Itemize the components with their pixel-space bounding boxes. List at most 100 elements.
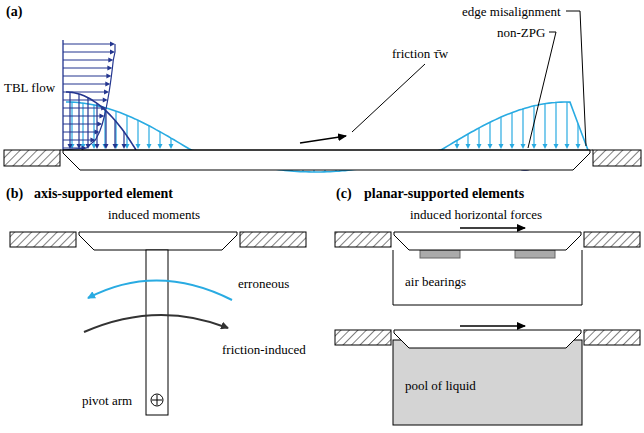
pressure-arrow (499, 144, 504, 149)
non-zpg-arrow (78, 94, 79, 146)
part-label: pool of liquid (405, 378, 476, 393)
pressure-arrow (148, 126, 149, 146)
velocity-arrow (63, 76, 108, 77)
panel-title: axis-supported element (34, 186, 173, 201)
flow-label: TBL flow (4, 80, 55, 95)
velocity-arrow (63, 84, 107, 85)
annotation-label: edge misalignment (462, 4, 561, 19)
annotation-label: non-ZPG (497, 25, 545, 40)
pivot-symbol (151, 394, 163, 406)
pressure-arrow (137, 120, 138, 146)
pressure-arrow (532, 144, 537, 149)
floor-block (335, 330, 391, 345)
housing (393, 250, 582, 305)
pressure-arrow (147, 144, 152, 149)
floor-block (4, 150, 60, 166)
sensing-element (394, 330, 581, 348)
velocity-arrow (63, 44, 112, 45)
pressure-arrow (477, 144, 482, 149)
pressure-arrow (455, 144, 460, 149)
non-zpg-arrow (105, 111, 106, 146)
air-bearing (420, 250, 460, 258)
non-zpg-arrow (95, 144, 100, 149)
velocity-arrow (63, 124, 99, 125)
erroneous-moment-arrow (88, 280, 232, 300)
velocity-arrow (63, 68, 109, 69)
non-zpg-arrow (87, 98, 88, 146)
pressure-arrow (466, 144, 471, 149)
pressure-arrow (511, 113, 512, 146)
leader-line (566, 11, 580, 12)
sensing-element (79, 232, 237, 250)
pivot-symbol (157, 395, 158, 405)
pivot-arm (146, 250, 168, 415)
leader-line (352, 64, 425, 132)
velocity-arrow (63, 52, 112, 53)
pressure-arrow (565, 144, 570, 149)
pressure-arrow (136, 144, 141, 149)
annotation-label: induced horizontal forces (410, 207, 542, 222)
velocity-arrow (63, 100, 105, 101)
floor-block (240, 232, 306, 247)
pressure-arrow (126, 115, 127, 146)
pressure-arrow (158, 144, 163, 149)
friction-vector (300, 136, 346, 143)
friction-moment-arrow (84, 315, 228, 332)
pressure-arrow (576, 144, 581, 149)
velocity-arrow (63, 108, 103, 109)
pressure-arrow (114, 144, 119, 149)
pressure-arrow (159, 132, 160, 146)
pressure-arrow (544, 104, 545, 146)
leader-line (549, 32, 556, 33)
panel-label: (c) (336, 186, 352, 201)
force-arrow (460, 227, 525, 228)
velocity-arrow (63, 132, 96, 133)
non-zpg-arrow (122, 144, 127, 149)
non-zpg-curve (66, 92, 136, 150)
velocity-arrow (63, 92, 106, 93)
pressure-arrow (543, 144, 548, 149)
velocity-arrow (63, 140, 92, 141)
panel-title: planar-supported elements (364, 186, 524, 201)
pressure-arrow (488, 144, 493, 149)
velocity-profile (63, 44, 115, 150)
panel-label: (a) (6, 4, 22, 19)
pressure-arrow (566, 102, 567, 146)
annotation-label: induced moments (108, 207, 200, 222)
non-zpg-arrow (113, 144, 118, 149)
pressure-arrow (500, 117, 501, 146)
non-zpg-arrow (104, 144, 109, 149)
velocity-arrow (110, 42, 115, 47)
pressure-arrow (554, 144, 559, 149)
velocity-arrow (63, 60, 110, 61)
pressure-arrow (169, 144, 174, 149)
wall-line (60, 150, 593, 151)
pressure-arrow (115, 111, 116, 146)
pressure-arrow (489, 122, 490, 146)
profile-axis (62, 40, 63, 150)
panel-label: (b) (6, 186, 23, 201)
pressure-arrow (521, 144, 526, 149)
part-label: pivot arm (82, 393, 132, 408)
annotation-label: friction τ̄w (392, 46, 448, 61)
annotation-label: friction-induced (222, 342, 306, 357)
non-zpg-arrow (123, 132, 124, 146)
pressure-arrow (478, 128, 479, 146)
part-label: air bearings (405, 274, 466, 289)
floor-block (584, 232, 640, 247)
velocity-arrow (63, 116, 101, 117)
floor-block (10, 232, 76, 247)
leader-line (580, 11, 586, 146)
sensing-element (394, 232, 581, 250)
pressure-arrow (522, 109, 523, 146)
pressure-arrow (555, 102, 556, 146)
pressure-arrow (577, 124, 578, 146)
annotation-label: erroneous (238, 276, 289, 291)
air-bearing (515, 250, 555, 258)
floor-block (593, 150, 641, 166)
boundary-layer-profile (63, 40, 115, 151)
floor-block (335, 232, 391, 247)
leader-line (528, 32, 556, 148)
